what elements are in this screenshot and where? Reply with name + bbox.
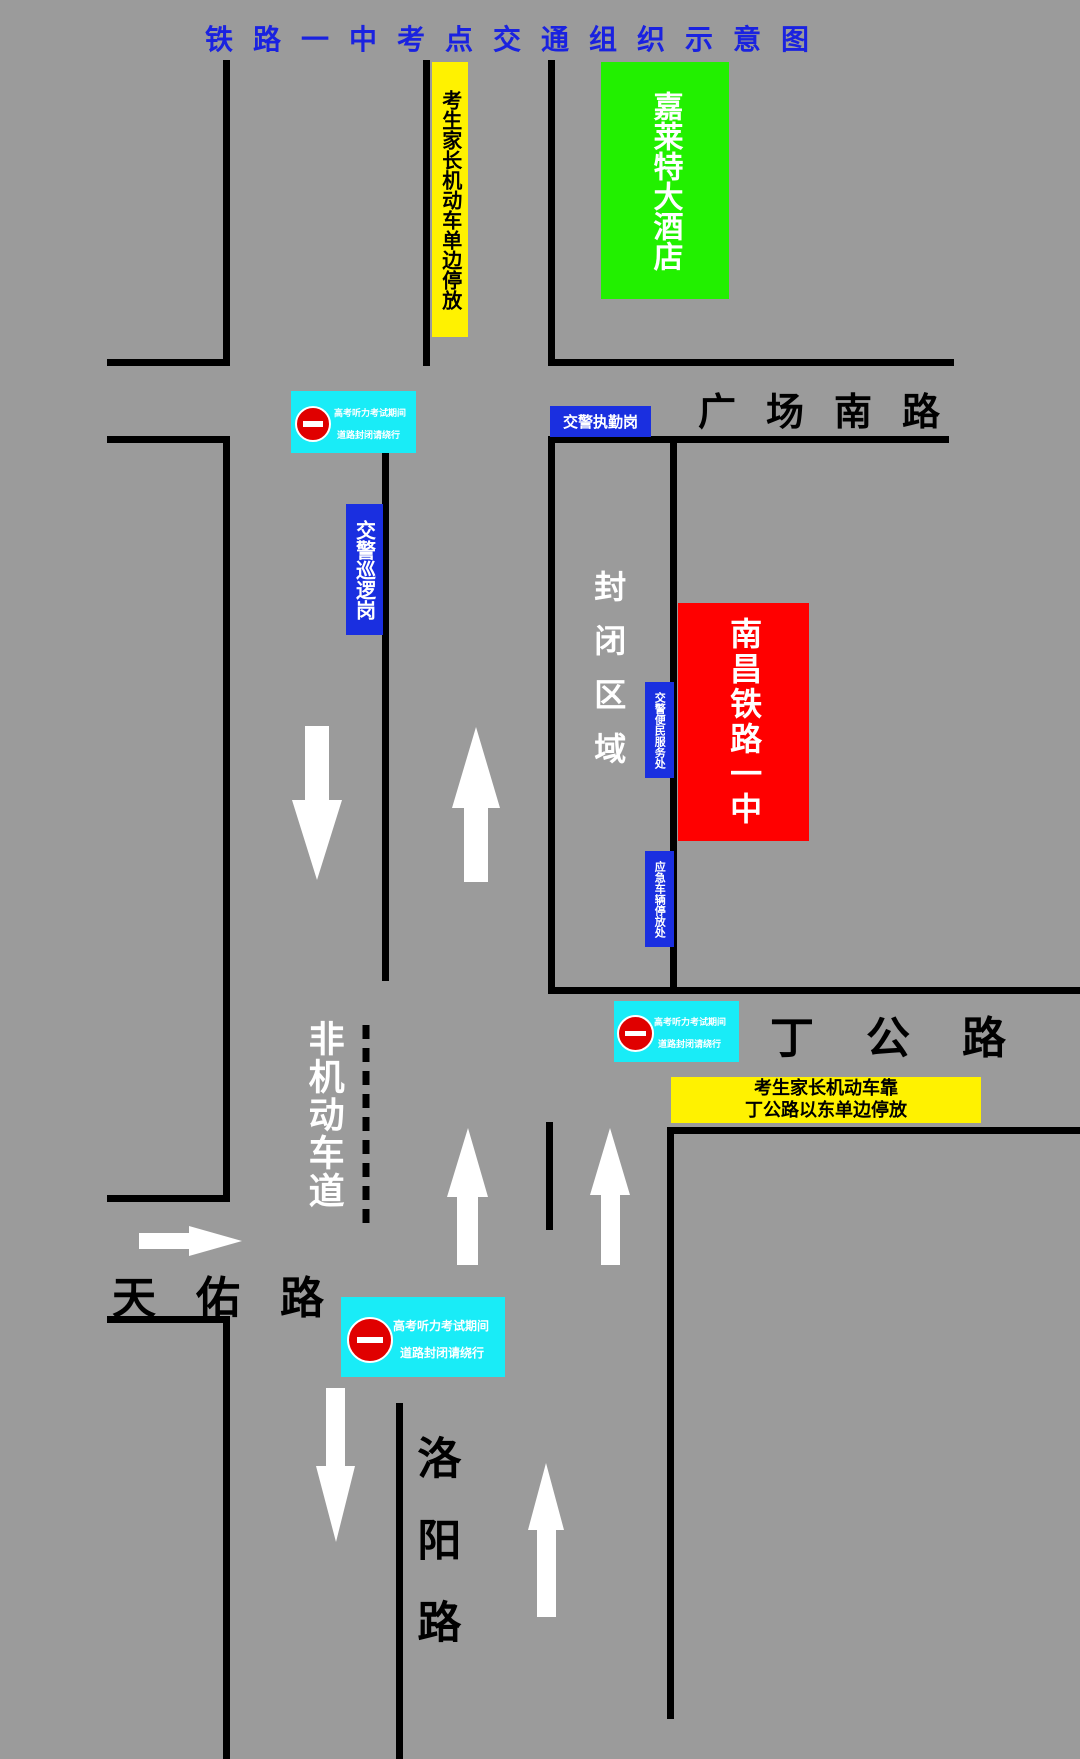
road-line bbox=[548, 436, 949, 443]
closure-sign-line1: 高考听力考试期间 bbox=[654, 1018, 727, 1028]
map-title: 铁路一中考点交通组织示意图 bbox=[205, 23, 830, 56]
no-entry-icon bbox=[347, 1317, 393, 1363]
closure-sign-line2: 道路封闭请绕行 bbox=[337, 431, 401, 441]
no-entry-icon bbox=[617, 1015, 654, 1052]
direction-arrow-right-icon bbox=[139, 1226, 242, 1256]
road-line bbox=[107, 1195, 230, 1202]
tianyou-road-label: 天佑路 bbox=[112, 1273, 364, 1324]
police-service-point: 交警便民服务处 bbox=[645, 682, 674, 778]
lane-divider bbox=[396, 1403, 403, 1759]
closed-area-label: 封闭区域 bbox=[589, 570, 628, 786]
direction-arrow-down-icon bbox=[292, 726, 342, 880]
school-name: 南昌铁路一中 bbox=[725, 617, 764, 827]
non-motor-lane-label: 非机动车道 bbox=[302, 1020, 344, 1210]
road-line bbox=[548, 60, 555, 366]
road-line bbox=[548, 987, 1080, 994]
parking-note-north: 考生家长机动车单边停放 bbox=[432, 62, 468, 337]
direction-arrow-down-icon bbox=[316, 1388, 355, 1542]
patrol-post-label: 交警巡逻岗 bbox=[352, 519, 377, 620]
road-line bbox=[107, 359, 230, 366]
road-closure-sign-top: 高考听力考试期间 道路封闭请绕行 bbox=[291, 391, 416, 453]
service-point-label: 交警便民服务处 bbox=[653, 691, 667, 769]
road-line bbox=[667, 1127, 674, 1719]
dinggong-road-label: 丁公路 bbox=[770, 1013, 1058, 1064]
luoyang-road-label: 洛阳路 bbox=[409, 1435, 461, 1681]
hotel-name: 嘉莱特大酒店 bbox=[647, 90, 683, 271]
traffic-police-patrol-post: 交警巡逻岗 bbox=[346, 504, 383, 635]
closure-sign-line2: 道路封闭请绕行 bbox=[658, 1040, 722, 1050]
school-building: 南昌铁路一中 bbox=[678, 603, 809, 841]
direction-arrow-up-icon bbox=[528, 1463, 564, 1617]
closure-sign-line1: 高考听力考试期间 bbox=[393, 1319, 490, 1333]
duty-post-label: 交警执勤岗 bbox=[562, 413, 638, 431]
emergency-parking-label: 应急车辆停放处 bbox=[653, 860, 667, 938]
direction-arrow-up-icon bbox=[452, 727, 500, 882]
lane-divider bbox=[382, 441, 389, 981]
road-line bbox=[223, 1316, 230, 1759]
parking-note-east: 考生家长机动车靠 丁公路以东单边停放 bbox=[671, 1077, 981, 1123]
traffic-police-duty-post: 交警执勤岗 bbox=[550, 406, 651, 437]
road-closure-sign-bottom: 高考听力考试期间 道路封闭请绕行 bbox=[341, 1297, 505, 1377]
road-line bbox=[223, 436, 230, 1202]
guangchang-south-road-label: 广场南路 bbox=[698, 390, 971, 434]
road-line bbox=[107, 1316, 230, 1323]
closure-sign-line1: 高考听力考试期间 bbox=[334, 409, 407, 419]
parking-note-east-line1: 考生家长机动车靠 bbox=[754, 1078, 898, 1100]
lane-divider bbox=[546, 1122, 553, 1230]
road-line bbox=[548, 436, 555, 994]
parking-note-east-line2: 丁公路以东单边停放 bbox=[745, 1100, 907, 1121]
closure-sign-line2: 道路封闭请绕行 bbox=[400, 1346, 485, 1360]
direction-arrow-up-icon bbox=[590, 1128, 630, 1265]
road-line bbox=[667, 1127, 1080, 1134]
road-line bbox=[107, 436, 230, 443]
road-line bbox=[423, 60, 430, 366]
road-closure-sign-mid: 高考听力考试期间 道路封闭请绕行 bbox=[614, 1001, 739, 1062]
road-line bbox=[548, 359, 954, 366]
emergency-vehicle-parking: 应急车辆停放处 bbox=[645, 851, 674, 947]
no-entry-icon bbox=[295, 406, 331, 442]
road-line bbox=[223, 60, 230, 366]
direction-arrow-up-icon bbox=[447, 1128, 488, 1265]
parking-note-north-text: 考生家长机动车单边停放 bbox=[438, 89, 463, 310]
hotel-building: 嘉莱特大酒店 bbox=[601, 62, 729, 299]
